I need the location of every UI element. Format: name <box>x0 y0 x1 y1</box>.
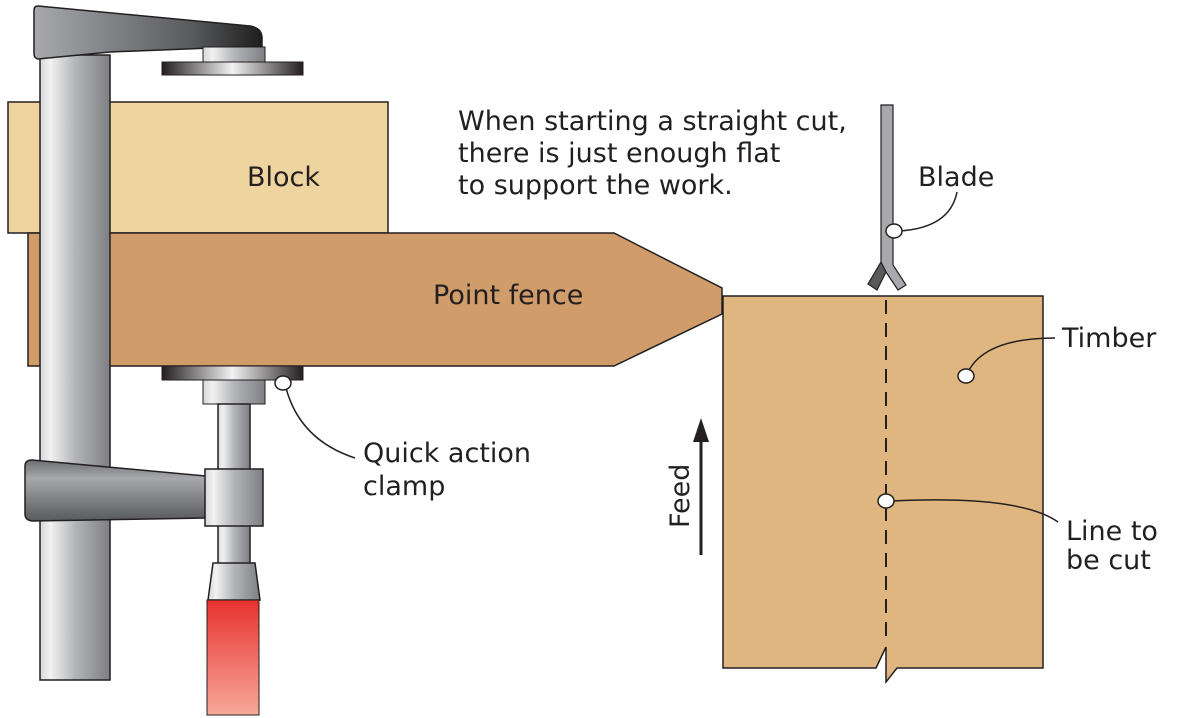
timber-marker <box>957 368 975 384</box>
clamp-upper-pad <box>161 61 304 76</box>
blade-leader <box>898 191 958 232</box>
clamp-label-line-2: clamp <box>363 471 445 502</box>
clamp-leader <box>285 387 356 459</box>
clamp-grip <box>206 599 260 716</box>
clamp-label-line-1: Quick action <box>363 438 531 469</box>
point-fence <box>27 232 723 367</box>
quick-action-clamp <box>24 5 304 716</box>
blade-marker <box>885 223 903 239</box>
clamp-handle-arm <box>24 459 207 522</box>
clamp-bar <box>39 54 111 681</box>
line-label-line-1: Line to <box>1066 516 1158 547</box>
line-label-line-2: be cut <box>1066 545 1151 576</box>
blade <box>867 104 907 291</box>
clamp-marker <box>274 375 292 391</box>
timber-leader <box>967 337 1056 373</box>
clamp-top-jaw <box>33 5 263 60</box>
feed-arrow-icon <box>693 418 709 555</box>
caption-line-3: to support the work. <box>458 170 733 201</box>
caption-line-1: When starting a straight cut, <box>458 106 847 137</box>
point-fence-label: Point fence <box>433 280 583 311</box>
line-marker <box>877 493 895 509</box>
blade-label: Blade <box>918 162 994 193</box>
caption-line-2: there is just enough flat <box>458 138 780 169</box>
timber-label: Timber <box>1061 323 1157 354</box>
line-leader <box>891 499 1059 523</box>
feed-label: Feed <box>665 464 696 528</box>
block-label: Block <box>247 162 320 193</box>
timber <box>722 295 1044 685</box>
